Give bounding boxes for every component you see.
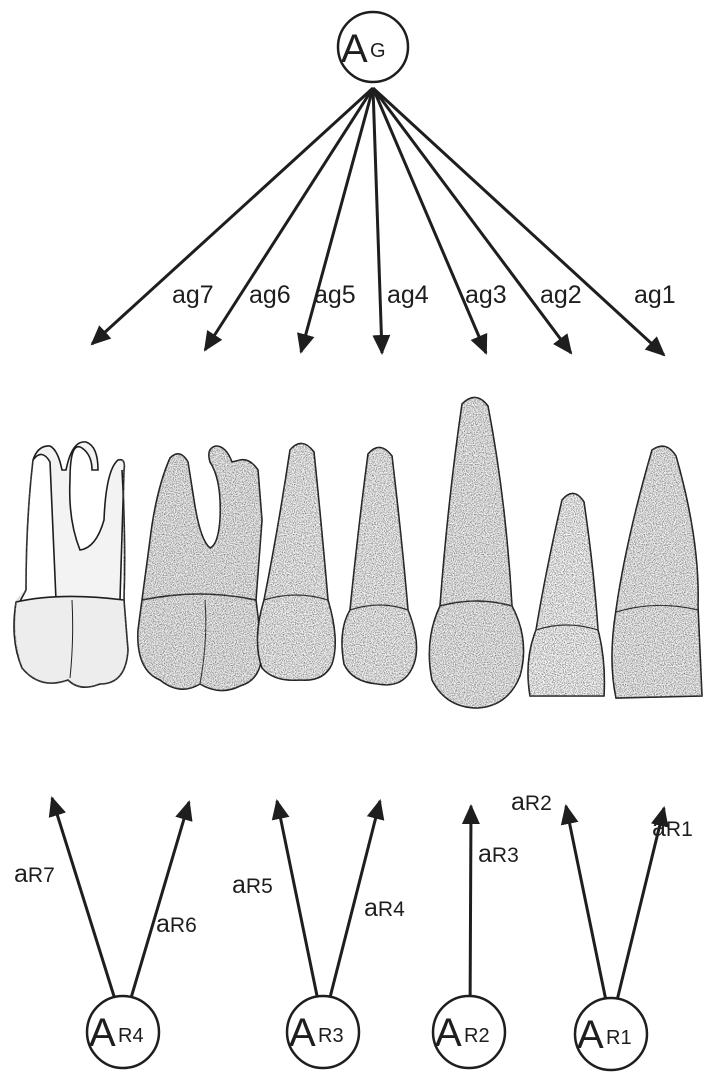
label-ar7: aR7: [14, 860, 55, 888]
svg-text:R4: R4: [118, 1025, 144, 1047]
label-ag1: ag1: [634, 281, 676, 309]
svg-text:R3: R3: [318, 1025, 344, 1047]
label-ag4: ag4: [387, 281, 429, 309]
node-ag-sub: G: [370, 40, 386, 62]
tooth-canine: [429, 397, 523, 708]
node-ag-main: A: [341, 27, 368, 71]
node-ar3: A R3: [287, 996, 359, 1068]
arrow-ag3: [373, 88, 486, 353]
tooth-molar-2: [138, 446, 262, 691]
svg-text:A: A: [577, 1013, 604, 1057]
label-ar5: aR5: [232, 871, 273, 899]
arrow-ar3: [470, 806, 471, 1025]
label-ag2: ag2: [540, 281, 582, 309]
label-ag7: ag7: [172, 281, 214, 309]
arrow-ar7: [52, 798, 123, 1025]
arrow-ag4: [373, 88, 382, 353]
lower-labels: aR7 aR6 aR5 aR4 aR3 aR2 aR1: [14, 788, 693, 938]
svg-text:R1: R1: [606, 1027, 632, 1049]
arrow-ag5: [301, 88, 373, 352]
upper-arrows: [92, 88, 664, 355]
label-ag3: ag3: [465, 281, 507, 309]
teeth-row: [14, 397, 702, 708]
label-ag5: ag5: [314, 281, 356, 309]
label-ar3: aR3: [478, 840, 519, 868]
tooth-lateral-incisor: [528, 493, 604, 696]
lower-arrows: [52, 798, 664, 1025]
tooth-central-incisor: [612, 446, 702, 698]
svg-text:A: A: [435, 1011, 462, 1055]
tooth-premolar-1: [257, 443, 335, 680]
node-ar1: A R1: [575, 998, 647, 1070]
arrow-ar2: [566, 806, 611, 1025]
label-ar6: aR6: [156, 910, 197, 938]
node-ag: A G: [338, 12, 408, 82]
tooth-molar-1: [14, 442, 128, 687]
label-ar4: aR4: [364, 894, 405, 922]
arrow-ar5: [277, 801, 323, 1025]
svg-text:A: A: [289, 1011, 316, 1055]
label-ar1: aR1: [652, 814, 693, 842]
arrow-ag2: [373, 88, 571, 353]
svg-text:R2: R2: [464, 1025, 490, 1047]
node-ar2: A R2: [433, 996, 505, 1068]
label-ar2: aR2: [511, 788, 552, 816]
tooth-premolar-2: [342, 447, 417, 684]
svg-text:A: A: [89, 1011, 116, 1055]
arrow-ag1: [373, 88, 664, 355]
label-ag6: ag6: [249, 281, 291, 309]
node-ar4: A R4: [87, 996, 159, 1068]
